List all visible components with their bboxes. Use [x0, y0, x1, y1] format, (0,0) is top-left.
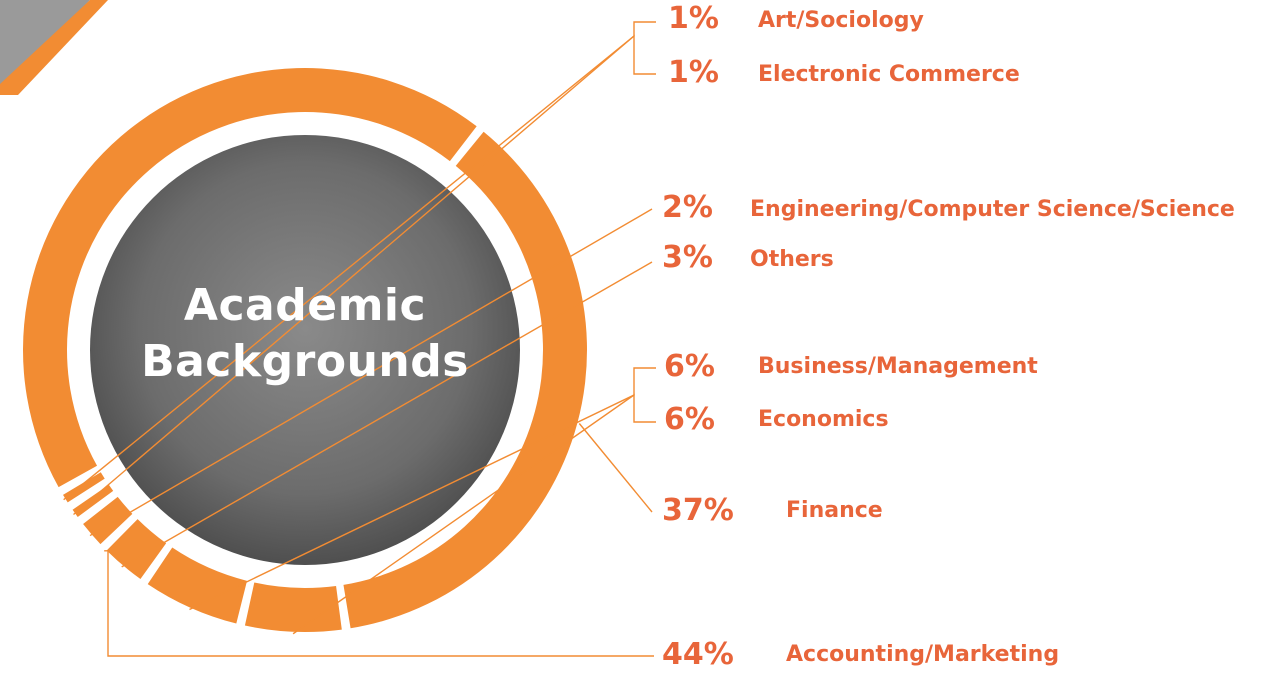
- legend-label-accounting-marketing: Accounting/Marketing: [786, 642, 1060, 667]
- leader-line-engineering: [89, 208, 653, 537]
- legend-label-engineering: Engineering/Computer Science/Science: [750, 197, 1235, 222]
- leader-line-accounting-marketing: [104, 550, 654, 657]
- leader-line-business-management: [189, 367, 656, 611]
- legend-value-finance: 37%: [662, 493, 734, 528]
- legend-label-business-management: Business/Management: [758, 354, 1038, 379]
- leader-line-finance: [578, 423, 653, 513]
- slice-art-sociology: [63, 472, 105, 503]
- legend-value-engineering: 2%: [662, 190, 713, 225]
- chart-title-line-1: Academic: [183, 280, 427, 331]
- center-photo-disc: [90, 135, 520, 565]
- legend-value-economics: 6%: [664, 402, 715, 437]
- legend-value-electronic-commerce: 1%: [668, 55, 719, 90]
- chart-title-line-2: Backgrounds: [141, 336, 469, 387]
- legend-label-finance: Finance: [786, 498, 883, 523]
- legend-value-art-sociology: 1%: [668, 1, 719, 36]
- leader-line-others: [121, 261, 653, 568]
- leader-lines: [63, 21, 656, 657]
- slice-finance: [343, 131, 587, 629]
- slice-others: [106, 519, 167, 580]
- slice-economics: [244, 582, 342, 632]
- legend-label-economics: Economics: [758, 407, 889, 432]
- leader-line-electronic-commerce: [73, 34, 656, 516]
- legend-label-electronic-commerce: Electronic Commerce: [758, 62, 1020, 87]
- legend-value-business-management: 6%: [664, 349, 715, 384]
- corner-photo-fragment: [0, 0, 108, 95]
- legend-label-others: Others: [750, 247, 834, 272]
- donut-slices: [22, 67, 587, 632]
- legend-value-others: 3%: [662, 240, 713, 275]
- legend-value-accounting-marketing: 44%: [662, 637, 734, 672]
- slice-accounting-marketing: [22, 67, 477, 488]
- slice-business-management: [147, 547, 248, 624]
- legend-label-art-sociology: Art/Sociology: [758, 8, 924, 33]
- slice-electronic-commerce: [72, 484, 114, 517]
- leader-line-economics: [292, 393, 656, 635]
- leader-line-art-sociology: [63, 21, 656, 501]
- chart-title: Academic Backgrounds: [140, 278, 470, 390]
